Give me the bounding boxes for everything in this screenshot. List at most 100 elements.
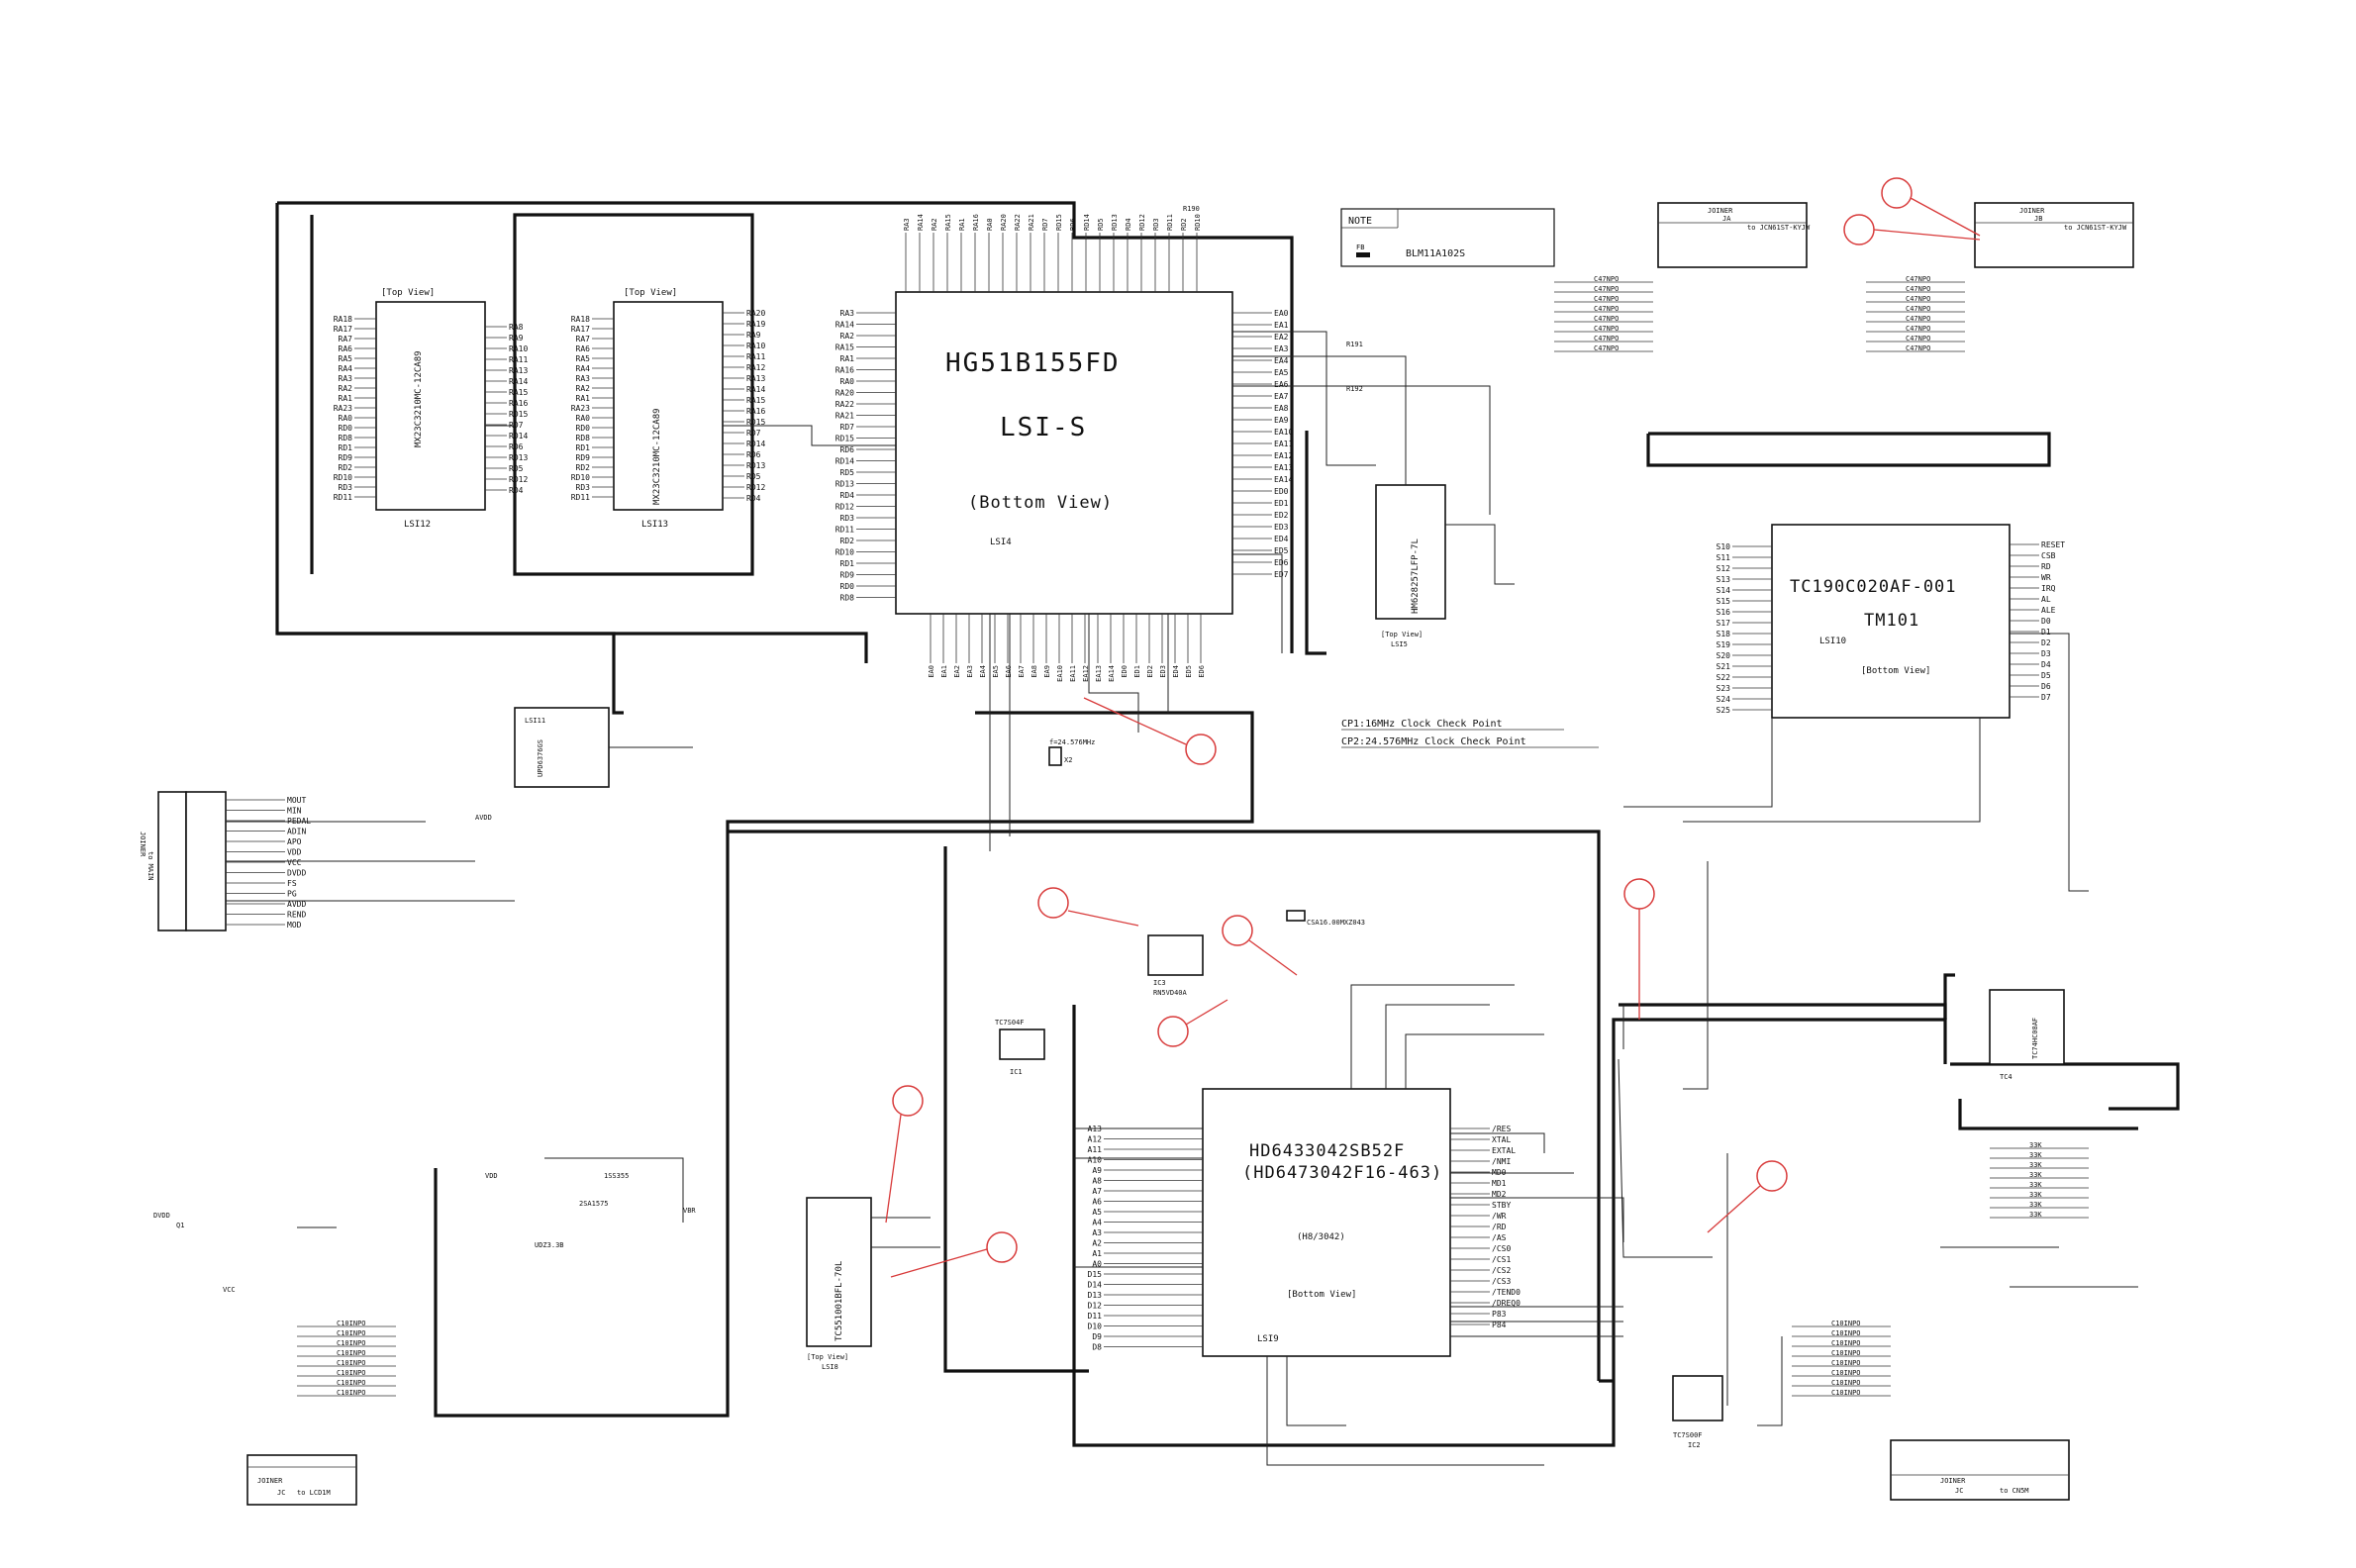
lsi9-pin: D13 <box>1088 1291 1103 1300</box>
lsi12-pin: RD6 <box>509 442 524 451</box>
lsi13-part: MX23C3210MC-12CA89 <box>652 408 662 505</box>
crystal-x1: CSA16.00MXZ043 <box>1286 910 1365 927</box>
lsi10-chip: TC190C020AF-001 TM101 [Bottom View] LSI1… <box>1717 524 2065 719</box>
lsi4-pin: RD3 <box>1152 218 1160 231</box>
key-res: 33K <box>2029 1161 2042 1169</box>
lsi13-pin: RA18 <box>571 315 590 324</box>
lsi9-pin: A1 <box>1092 1249 1102 1258</box>
jcr-cap: C10INPO <box>1831 1369 1861 1377</box>
lsi13-pin: RD9 <box>576 453 591 462</box>
lsi10-pin: S19 <box>1717 640 1731 649</box>
lsi4-pin: ED4 <box>1274 535 1289 543</box>
lsi9-pin: A5 <box>1092 1208 1102 1217</box>
ja-cap: C47NPO <box>1594 295 1619 303</box>
cp2-note: CP2:24.576MHz Clock Check Point <box>1341 736 1526 747</box>
lsi4-pin: RA20 <box>1000 214 1008 231</box>
lsi13-pin: RA6 <box>576 344 591 353</box>
jcl-cap: C10INPO <box>337 1329 366 1337</box>
lsi12-pin: RD11 <box>334 493 352 502</box>
lsi13-pin: RD8 <box>576 434 591 442</box>
lsi4-pin: RA22 <box>835 400 854 409</box>
lsi13-pin: RA10 <box>746 342 765 350</box>
lsi13-pin: RA17 <box>571 325 590 334</box>
lsi4-pin: ED6 <box>1274 558 1289 567</box>
jcr-cap: C10INPO <box>1831 1359 1861 1367</box>
lsi12-pin: RD9 <box>339 453 353 462</box>
lsi4-pin: RD7 <box>840 423 855 432</box>
lsi9-pin: D15 <box>1088 1270 1103 1279</box>
jb-cap: C47NPO <box>1906 275 1930 283</box>
lsi10-pin: S16 <box>1717 608 1731 617</box>
lsi13-ref: LSI13 <box>641 520 668 530</box>
lsi12-pin: RA18 <box>334 315 352 324</box>
ic3-part: RN5VD40A <box>1153 989 1188 997</box>
lsi4-pin: EA1 <box>1274 321 1289 330</box>
lsi13-view: [Top View] <box>624 288 677 298</box>
jcr-cap: C10INPO <box>1831 1349 1861 1357</box>
key-res: 33K <box>2029 1211 2042 1219</box>
jc-left-title: JOINER <box>257 1477 283 1485</box>
lsi4-pin: RA14 <box>917 214 925 231</box>
lsi4-pin: EA5 <box>1274 368 1289 377</box>
lsi11-dac: UPD6376GS LSI11 <box>514 707 610 788</box>
lsi18-view: [Top View] <box>807 1353 848 1361</box>
lsi4-pin: RA15 <box>835 343 854 352</box>
d1: 1SS355 <box>604 1172 629 1180</box>
marker-6 <box>892 1085 924 1117</box>
lsi9-right-pins: /RESXTALEXTAL/NMIMD0MD1MD2STBY/WR/RD/AS/… <box>1450 1125 1521 1329</box>
lsi4-pin: ED6 <box>1198 665 1206 678</box>
lsi4-pin: ED0 <box>1274 487 1289 496</box>
lsi12-pin: RD8 <box>339 434 353 442</box>
lsi12-pin: RA1 <box>339 394 353 403</box>
marker-cp1 <box>1222 915 1253 946</box>
jb-title: JOINER <box>2019 207 2045 215</box>
lsi13-pin: RD11 <box>571 493 590 502</box>
jm-pins: MOUTMINPEDALADINAPOVDDVCCDVDDFSPGAVDDREN… <box>226 796 311 930</box>
lsi4-pin: ED0 <box>1121 665 1129 678</box>
lsi10-pin: S17 <box>1717 619 1731 628</box>
lsi4-pin: ED7 <box>1274 570 1289 579</box>
lsi15-ref: LSI5 <box>1391 640 1408 648</box>
lsi13-pin: RA0 <box>576 414 591 423</box>
ja-sub: JA <box>1722 215 1731 223</box>
lsi12-pin: RA10 <box>509 344 528 353</box>
joiner-jc-right: JOINER JC to CN5M C10INPOC10INPOC10INPOC… <box>1792 1141 2089 1501</box>
lsi4-pin: EA7 <box>1274 392 1289 401</box>
lsi4-pin: RA22 <box>1014 214 1022 231</box>
lsi12-pin: RD1 <box>339 443 353 452</box>
lsi4-pin: ED1 <box>1274 499 1289 508</box>
lsi4-pin: RA3 <box>903 218 911 231</box>
avdd-label: AVDD <box>475 814 492 822</box>
lsi18-sram: TC551001BFL-70L [Top View] LSI8 <box>806 1197 872 1371</box>
lsi4-pin: ED1 <box>1133 665 1141 678</box>
jm-pin: APO <box>287 837 302 846</box>
lsi9-pin: MD2 <box>1492 1190 1507 1199</box>
lsi10-pin: S24 <box>1717 695 1731 704</box>
lsi10-part: TC190C020AF-001 <box>1790 577 1957 597</box>
lsi9-pin: D8 <box>1092 1343 1102 1352</box>
lsi9-pin: MD1 <box>1492 1179 1507 1188</box>
lsi4-pin: EA9 <box>1274 416 1289 425</box>
lsi12-pin: RD14 <box>509 432 528 441</box>
x1-part: CSA16.00MXZ043 <box>1307 919 1365 927</box>
lsi9-pin: XTAL <box>1492 1135 1511 1144</box>
jb-sub: JB <box>2034 215 2042 223</box>
lsi4-pin: RD8 <box>840 594 855 603</box>
lsi4-pin: RD2 <box>1180 218 1188 231</box>
lsi4-pin: RD2 <box>840 537 855 545</box>
lsi9-pin: A4 <box>1092 1219 1102 1227</box>
tc4-part: TC74HC08AF <box>2031 1018 2039 1059</box>
lsi13-pin: RD10 <box>571 473 590 482</box>
lsi10-pin: WR <box>2041 573 2051 582</box>
lsi4-pin: RD14 <box>835 457 854 466</box>
lsi12-pin: RD2 <box>339 463 353 472</box>
ja-to: to JCN61ST-KYJW <box>1747 224 1811 232</box>
lsi4-pin: EA4 <box>1274 356 1289 365</box>
lsi13-pin: RD2 <box>576 463 591 472</box>
lsi4-pin: RA3 <box>840 309 855 318</box>
lsi4-pin: RD5 <box>1097 218 1105 231</box>
lsi13-pin: RA1 <box>576 394 591 403</box>
joiner-ja: JOINER JA to JCN61ST-KYJW C47NPOC47NPOC4… <box>1554 202 1811 352</box>
jcl-cap: C10INPO <box>337 1369 366 1377</box>
